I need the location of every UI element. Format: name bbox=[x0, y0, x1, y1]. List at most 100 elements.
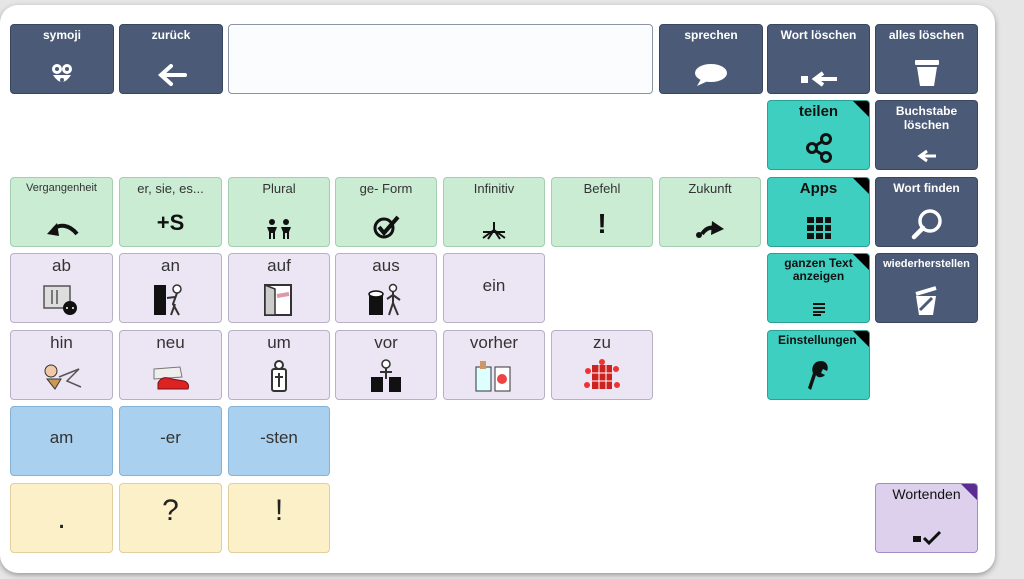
prefix-hin-label: hin bbox=[50, 333, 73, 352]
grammar-plural-label: Plural bbox=[262, 181, 296, 196]
wrench-icon bbox=[768, 359, 869, 393]
apps-grid-icon bbox=[768, 216, 869, 240]
folder-corner-icon bbox=[853, 331, 869, 347]
grammar-future-label: Zukunft bbox=[688, 181, 732, 196]
root-icon bbox=[444, 220, 544, 240]
prefix-ein-button[interactable]: ein bbox=[443, 253, 545, 323]
text-lines-icon bbox=[768, 302, 869, 316]
neu-shoe-icon bbox=[120, 363, 221, 393]
prefix-an-button[interactable]: an bbox=[119, 253, 222, 323]
prefix-hin-button[interactable]: hin bbox=[10, 330, 113, 400]
restore-button[interactable]: wiederherstellen bbox=[875, 253, 978, 323]
find-word-label: Wort finden bbox=[893, 181, 960, 195]
zu-picture-icon bbox=[552, 359, 652, 393]
delete-word-button[interactable]: Wort löschen bbox=[767, 24, 870, 94]
delete-all-label: alles löschen bbox=[888, 28, 965, 42]
folder-corner-icon bbox=[853, 101, 869, 117]
third-person-symbol: +S bbox=[156, 210, 185, 235]
question-mark-button[interactable]: ? bbox=[119, 483, 222, 553]
suffix-er-button[interactable]: -er bbox=[119, 406, 222, 476]
grammar-infinitive-button[interactable]: Infinitiv bbox=[443, 177, 545, 247]
um-picture-icon bbox=[229, 359, 329, 393]
grammar-imperative-label: Befehl bbox=[583, 181, 621, 196]
folder-corner-icon bbox=[853, 254, 869, 270]
symoji-label: symoji bbox=[42, 28, 81, 42]
apps-label: Apps bbox=[799, 180, 838, 197]
owl-face-icon bbox=[11, 61, 113, 87]
delete-letter-label: Buchstabe löschen bbox=[895, 104, 958, 132]
grammar-past-label: Vergangenheit bbox=[26, 182, 97, 194]
suffix-er-label: -er bbox=[160, 428, 181, 447]
check-circle-icon bbox=[336, 214, 436, 240]
prefix-ein-label: ein bbox=[482, 276, 506, 295]
grammar-participle-button[interactable]: ge- Form bbox=[335, 177, 437, 247]
grammar-infinitive-label: Infinitiv bbox=[473, 181, 515, 196]
prefix-vorher-button[interactable]: vorher bbox=[443, 330, 545, 400]
prefix-ab-button[interactable]: ab bbox=[10, 253, 113, 323]
grammar-plural-button[interactable]: Plural bbox=[228, 177, 330, 247]
prefix-zu-label: zu bbox=[593, 333, 611, 352]
period-button[interactable]: . bbox=[10, 483, 113, 553]
backspace-icon bbox=[876, 149, 977, 163]
magnifier-icon bbox=[876, 208, 977, 240]
share-label: teilen bbox=[798, 103, 839, 120]
period-label: . bbox=[57, 502, 66, 535]
grammar-third-person-button[interactable]: er, sie, es... +S bbox=[119, 177, 222, 247]
prefix-aus-button[interactable]: aus bbox=[335, 253, 437, 323]
suffix-am-label: am bbox=[49, 428, 74, 447]
auf-picture-icon bbox=[229, 282, 329, 316]
settings-button[interactable]: Einstellungen bbox=[767, 330, 870, 400]
prefix-neu-button[interactable]: neu bbox=[119, 330, 222, 400]
prefix-vor-button[interactable]: vor bbox=[335, 330, 437, 400]
prefix-auf-button[interactable]: auf bbox=[228, 253, 330, 323]
find-word-button[interactable]: Wort finden bbox=[875, 177, 978, 247]
symoji-button[interactable]: symoji bbox=[10, 24, 114, 94]
back-button[interactable]: zurück bbox=[119, 24, 223, 94]
exclamation-button[interactable]: ! bbox=[228, 483, 330, 553]
delete-word-label: Wort löschen bbox=[780, 28, 857, 42]
prefix-an-label: an bbox=[161, 256, 180, 275]
delete-word-icon bbox=[768, 71, 869, 87]
delete-all-button[interactable]: alles löschen bbox=[875, 24, 978, 94]
prefix-zu-button[interactable]: zu bbox=[551, 330, 653, 400]
an-picture-icon bbox=[120, 282, 221, 316]
prefix-um-button[interactable]: um bbox=[228, 330, 330, 400]
show-text-label: ganzen Text anzeigen bbox=[784, 256, 853, 283]
delete-letter-button[interactable]: Buchstabe löschen bbox=[875, 100, 978, 170]
prefix-vorher-label: vorher bbox=[469, 333, 519, 352]
future-arrow-icon bbox=[660, 218, 760, 240]
suffix-sten-button[interactable]: -sten bbox=[228, 406, 330, 476]
speech-bubble-icon bbox=[660, 63, 762, 87]
settings-label: Einstellungen bbox=[778, 333, 857, 347]
word-end-button[interactable]: Wortenden bbox=[875, 483, 978, 553]
restore-trash-icon bbox=[876, 284, 977, 316]
prefix-ab-label: ab bbox=[52, 256, 71, 275]
past-arrow-icon bbox=[11, 220, 112, 240]
suffix-am-button[interactable]: am bbox=[10, 406, 113, 476]
ab-picture-icon bbox=[11, 284, 112, 316]
grammar-participle-label: ge- Form bbox=[359, 181, 413, 196]
aus-picture-icon bbox=[336, 282, 436, 316]
grammar-imperative-button[interactable]: Befehl ! bbox=[551, 177, 653, 247]
folder-corner-icon bbox=[961, 484, 977, 500]
restore-label: wiederherstellen bbox=[883, 258, 970, 270]
two-people-icon bbox=[229, 218, 329, 240]
aac-keyboard: symoji zurück sprechen Wort löschen alle… bbox=[0, 5, 995, 573]
arrow-left-icon bbox=[120, 63, 222, 87]
prefix-um-label: um bbox=[267, 333, 291, 352]
apps-button[interactable]: Apps bbox=[767, 177, 870, 247]
question-mark-label: ? bbox=[162, 494, 179, 527]
show-text-button[interactable]: ganzen Text anzeigen bbox=[767, 253, 870, 323]
message-field[interactable] bbox=[228, 24, 653, 94]
grammar-future-button[interactable]: Zukunft bbox=[659, 177, 761, 247]
speak-button[interactable]: sprechen bbox=[659, 24, 763, 94]
word-end-check-icon bbox=[876, 530, 977, 546]
speak-label: sprechen bbox=[684, 28, 738, 42]
grammar-past-button[interactable]: Vergangenheit bbox=[10, 177, 113, 247]
back-label: zurück bbox=[151, 28, 191, 42]
prefix-vor-label: vor bbox=[374, 333, 398, 352]
share-button[interactable]: teilen bbox=[767, 100, 870, 170]
exclamation-label: ! bbox=[274, 494, 284, 527]
suffix-sten-label: -sten bbox=[260, 428, 298, 447]
prefix-aus-label: aus bbox=[372, 256, 400, 275]
